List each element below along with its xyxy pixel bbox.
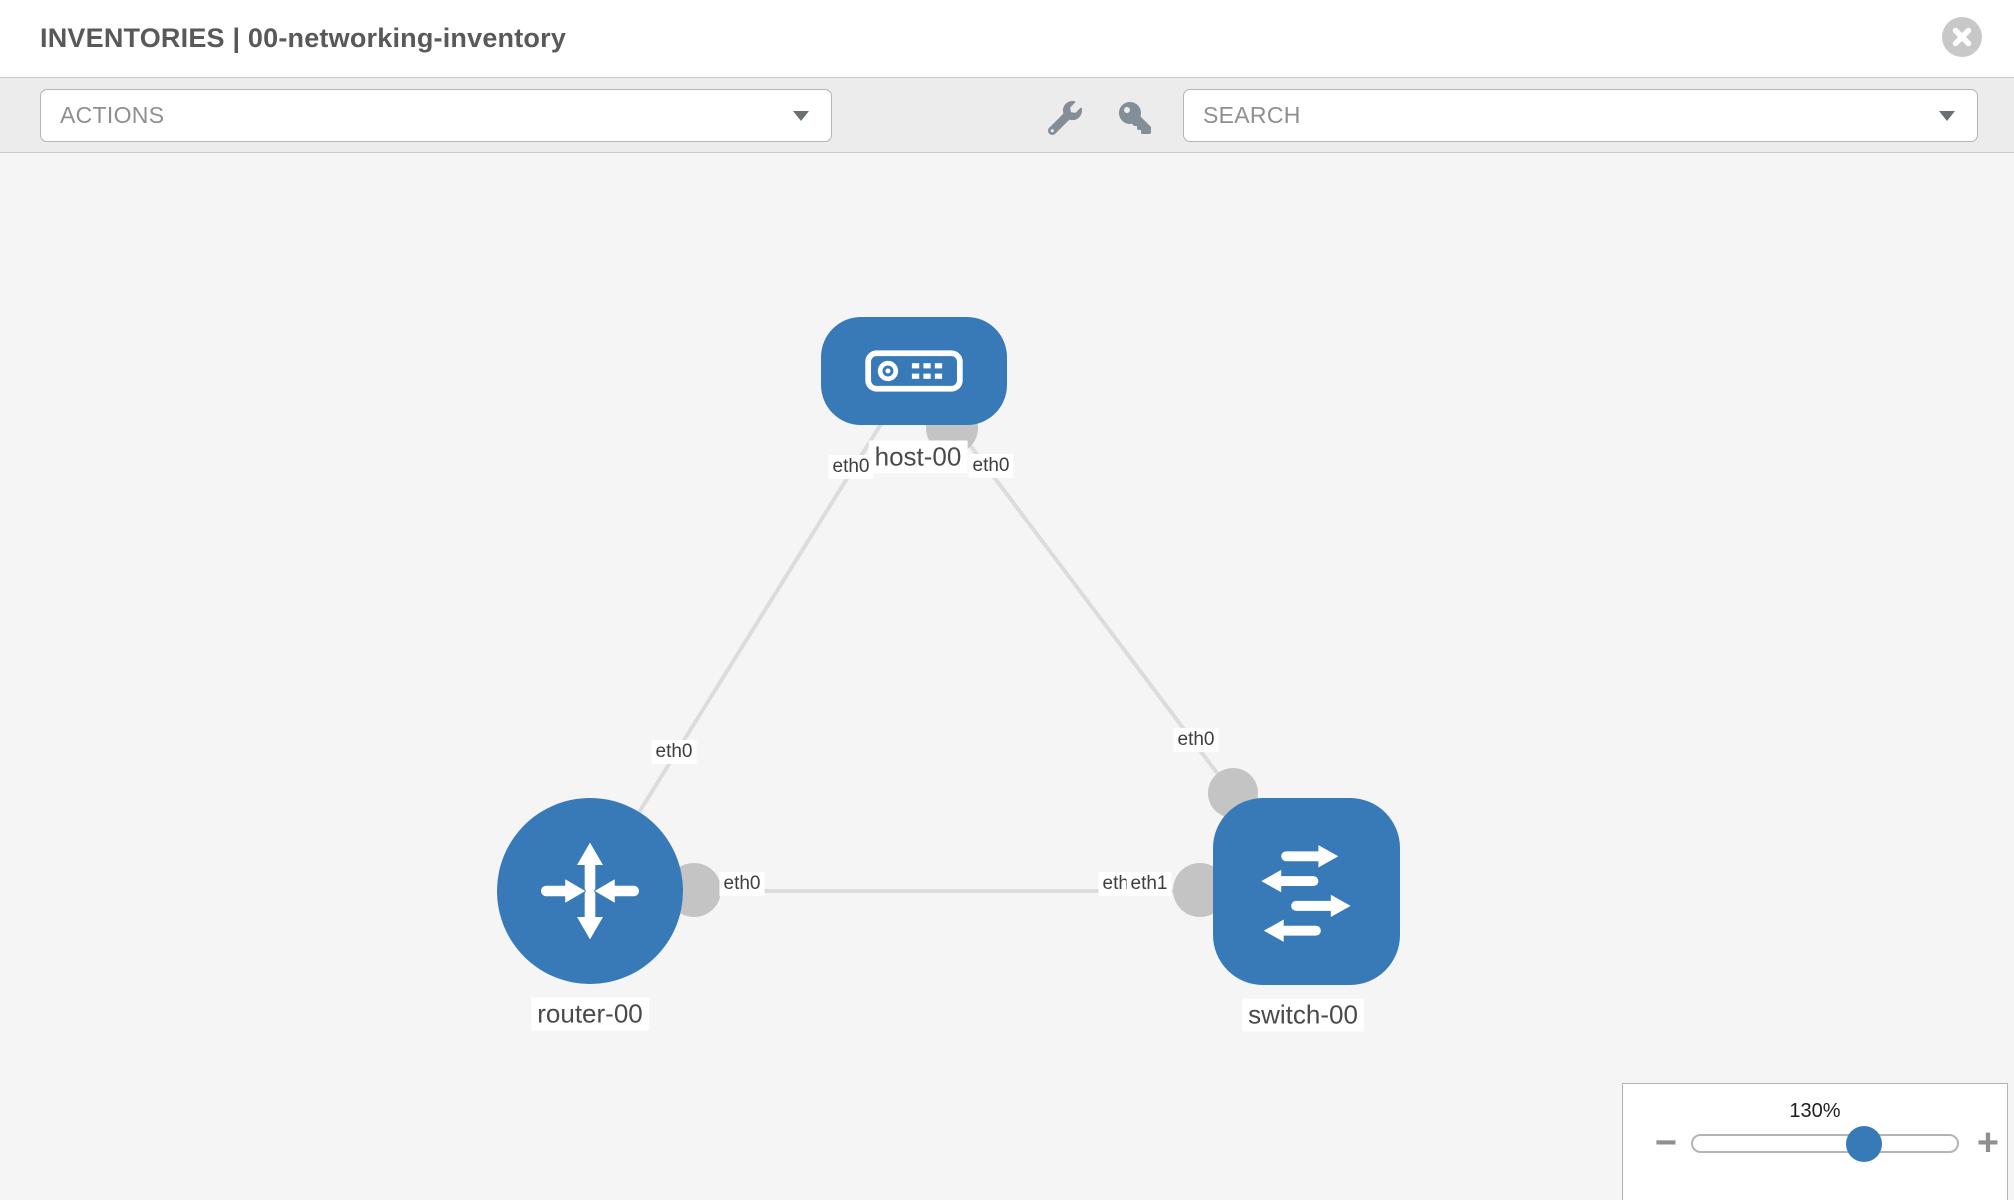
wrench-icon	[1048, 101, 1082, 135]
actions-dropdown[interactable]: ACTIONS	[40, 89, 832, 142]
page-title: INVENTORIES | 00-networking-inventory	[40, 23, 567, 53]
actions-dropdown-label: ACTIONS	[60, 102, 165, 128]
node-label-host-00: host-00	[868, 440, 968, 474]
node-label-router-00: router-00	[531, 997, 649, 1031]
interface-label: eth0	[828, 455, 874, 479]
zoom-slider-track[interactable]	[1691, 1125, 1959, 1162]
close-icon	[1942, 17, 1982, 57]
chevron-down-icon	[793, 110, 809, 121]
node-router-00[interactable]	[497, 798, 683, 984]
interface-label: eth0	[719, 872, 765, 896]
zoom-value: 130%	[1789, 1100, 1841, 1122]
interface-label: eth0	[651, 740, 697, 764]
close-button[interactable]	[1942, 17, 1982, 57]
host-icon	[864, 346, 964, 396]
toolbar: ACTIONS SEARCH	[0, 77, 2014, 153]
search-dropdown[interactable]: SEARCH	[1183, 89, 1978, 142]
chevron-down-icon	[1939, 110, 1955, 121]
interface-label: eth1	[1126, 872, 1172, 896]
zoom-slider-thumb[interactable]	[1845, 1125, 1882, 1162]
tools-button[interactable]	[1043, 98, 1087, 138]
search-dropdown-label: SEARCH	[1203, 102, 1301, 128]
switch-icon	[1244, 829, 1368, 953]
interface-label: eth0	[1173, 728, 1219, 752]
key-icon	[1119, 102, 1151, 134]
header-bar: INVENTORIES | 00-networking-inventory	[0, 0, 2014, 77]
interface-label: eth0	[968, 454, 1014, 478]
router-icon	[531, 832, 649, 950]
zoom-in-button[interactable]: +	[1966, 1120, 2010, 1166]
node-label-switch-00: switch-00	[1242, 998, 1364, 1032]
zoom-panel: 130% − +	[1622, 1083, 2008, 1200]
node-switch-00[interactable]	[1212, 797, 1400, 985]
node-host-00[interactable]	[821, 317, 1007, 425]
credentials-button[interactable]	[1113, 98, 1157, 138]
topology-canvas[interactable]	[0, 153, 2014, 1200]
zoom-out-button[interactable]: −	[1644, 1120, 1688, 1166]
